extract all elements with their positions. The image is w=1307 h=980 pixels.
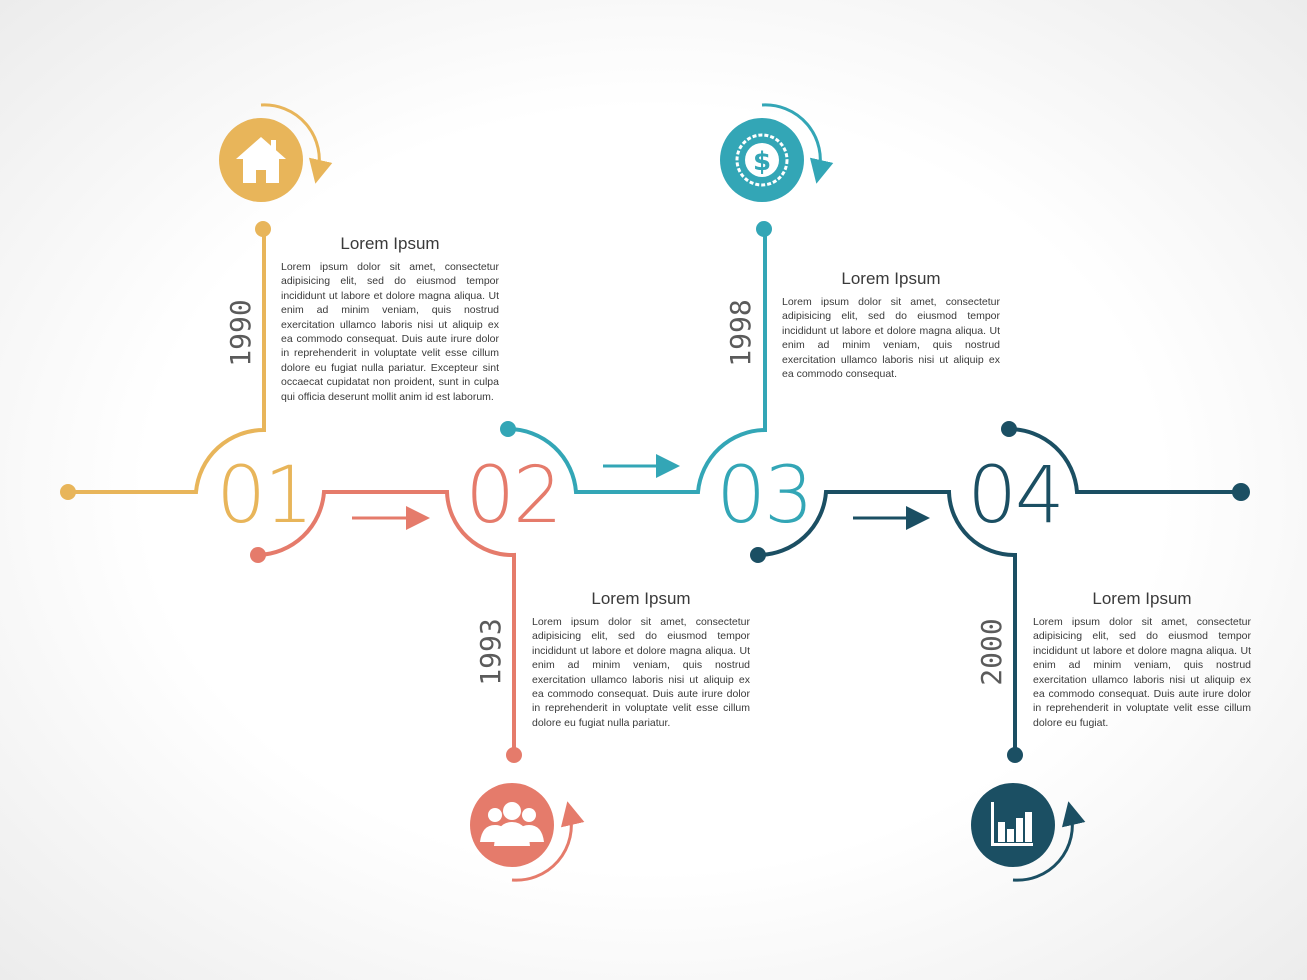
step-03-description: Lorem ipsum dolor sit amet, consectetur …: [782, 296, 1000, 381]
step-03-text-block: Lorem Ipsum Lorem ipsum dolor sit amet, …: [782, 269, 1000, 381]
step-03-number: 03: [716, 451, 811, 541]
step-01-cycle-arrow: [260, 103, 333, 184]
svg-text:$: $: [753, 147, 771, 177]
bar-chart-icon: [991, 802, 1033, 846]
step-01-description: Lorem ipsum dolor sit amet, consectetur …: [281, 261, 499, 403]
step-01-text-block: Lorem Ipsum Lorem ipsum dolor sit amet, …: [281, 234, 499, 404]
step-02-cycle-arrow: [511, 801, 585, 882]
step-01-year: 1990: [224, 299, 257, 366]
step-03-start-dot: [500, 421, 516, 437]
step-03-title: Lorem Ipsum: [841, 269, 941, 288]
step-02-lines: [257, 490, 516, 752]
step-04-bottom-dot: [1007, 747, 1023, 763]
step-04-year: 2000: [975, 618, 1008, 685]
step-02-start-dot: [250, 547, 266, 563]
home-icon: [236, 137, 286, 183]
step-04-icon-circle: [971, 783, 1055, 867]
step-03-lines: [507, 229, 767, 494]
step-02-year: 1993: [474, 618, 507, 685]
step-03-cycle-arrow: [761, 103, 834, 184]
step-04-description: Lorem ipsum dolor sit amet, consectetur …: [1033, 616, 1251, 729]
step-04-number: 04: [967, 451, 1062, 541]
step-01-start-dot: [60, 484, 76, 500]
step-04-lines-a: [757, 490, 1017, 752]
people-icon: [480, 802, 544, 846]
step-04-title: Lorem Ipsum: [1092, 589, 1192, 608]
step-01-number: 01: [216, 451, 311, 541]
step-03-year: 1998: [724, 299, 757, 366]
step-04-text-block: Lorem Ipsum Lorem ipsum dolor sit amet, …: [1033, 589, 1251, 730]
step-01-lines: [68, 229, 266, 494]
step-04-lines-b: [1008, 426, 1240, 494]
step-04-end-dot: [1232, 483, 1250, 501]
step-04-start-dot: [750, 547, 766, 563]
dollar-coin-icon: $: [735, 133, 789, 187]
step-01-title: Lorem Ipsum: [340, 234, 440, 253]
step-02-text-block: Lorem Ipsum Lorem ipsum dolor sit amet, …: [532, 589, 750, 730]
step-04-cycle-arrow: [1012, 801, 1086, 882]
step-01-top-dot: [255, 221, 271, 237]
step-02-description: Lorem ipsum dolor sit amet, consectetur …: [532, 616, 750, 729]
step-02-number: 02: [465, 451, 560, 541]
step-03-top-dot: [756, 221, 772, 237]
step-02-title: Lorem Ipsum: [591, 589, 691, 608]
step-04-upper-dot: [1001, 421, 1017, 437]
step-02-bottom-dot: [506, 747, 522, 763]
